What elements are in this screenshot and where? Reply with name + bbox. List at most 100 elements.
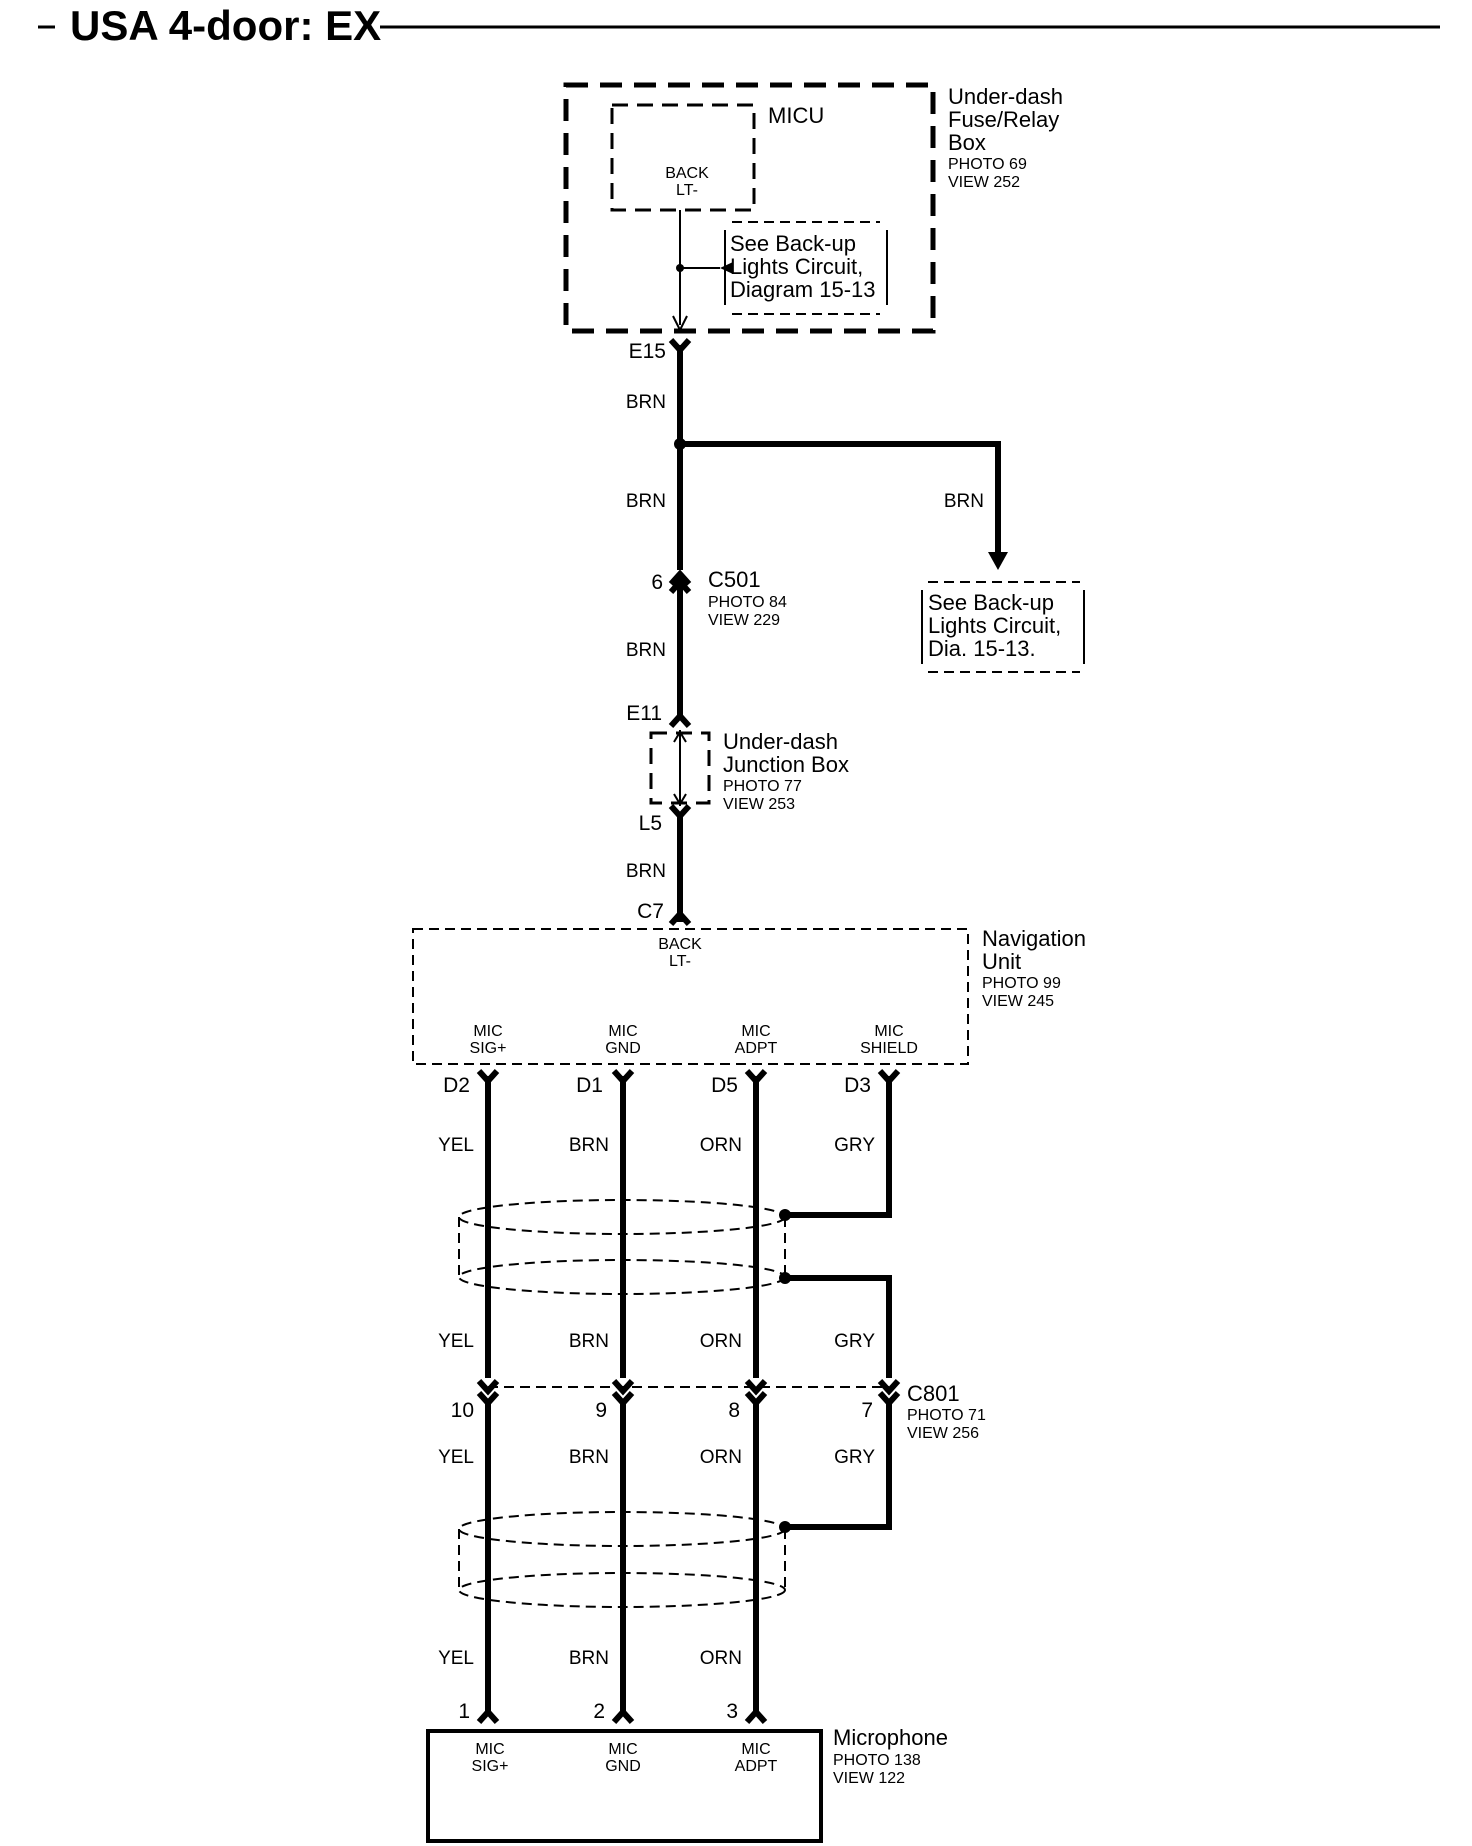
junction-arrow-down-icon xyxy=(673,793,687,806)
c501-view: VIEW 229 xyxy=(708,612,780,629)
terminal-d2: D2 xyxy=(443,1074,470,1097)
wire-color-label: YEL xyxy=(438,1331,474,1352)
mic-pin-number: 2 xyxy=(593,1700,605,1723)
terminal-e15: E15 xyxy=(629,340,666,363)
wire-gry-shield-mid xyxy=(785,1275,892,1378)
microphone-name: Microphone xyxy=(833,1725,948,1750)
wire-color-label: BRN xyxy=(626,640,666,661)
microphone-view: VIEW 122 xyxy=(833,1770,905,1787)
fuse-note-line-1: See Back-up xyxy=(730,231,856,256)
mic-pin-label: SIG+ xyxy=(472,1758,509,1775)
mic-pin-number: 1 xyxy=(458,1700,470,1723)
navigation-unit-box xyxy=(412,928,969,1065)
mic-pin-label: ADPT xyxy=(735,1758,778,1775)
mic-pin-number: 3 xyxy=(726,1700,738,1723)
fuse-box-view: VIEW 252 xyxy=(948,174,1020,191)
nav-backlt-label-1: BACK xyxy=(658,936,702,953)
nav-pin-label: SHIELD xyxy=(860,1040,918,1057)
wire-gry-shield-upper xyxy=(785,1076,892,1218)
nav-pin-label: MIC xyxy=(608,1023,637,1040)
c7-connector-icon xyxy=(668,909,692,927)
shield-upper-drain-dot xyxy=(779,1272,791,1284)
terminal-e11: E11 xyxy=(626,702,662,725)
branch-note-line-2: Lights Circuit, xyxy=(928,613,1061,638)
terminal-c7: C7 xyxy=(637,900,664,923)
wire-color-label: BRN xyxy=(569,1648,609,1669)
shield-lower-drain-dot xyxy=(779,1521,791,1533)
nav-pin-label: MIC xyxy=(874,1023,903,1040)
junction-box-photo: PHOTO 77 xyxy=(723,778,802,795)
wire-color-label: ORN xyxy=(700,1447,742,1468)
nav-unit-name-1: Navigation xyxy=(982,926,1086,951)
terminal-d5: D5 xyxy=(711,1074,738,1097)
mic-pin-connector-icon xyxy=(476,1707,500,1725)
nav-unit-name-2: Unit xyxy=(982,949,1021,974)
c501-pin: 6 xyxy=(651,571,663,594)
microphone-box xyxy=(426,1729,823,1843)
fuse-box-name-2: Fuse/Relay xyxy=(948,107,1059,132)
junction-arrow-up-icon xyxy=(673,730,687,743)
nav-backlt-label-2: LT- xyxy=(669,953,691,970)
fuse-relay-box xyxy=(563,82,936,334)
junction-box-view: VIEW 253 xyxy=(723,796,795,813)
c801-pin-icon xyxy=(476,1378,500,1396)
c801-photo: PHOTO 71 xyxy=(907,1407,986,1424)
wire-gry-shield-lower xyxy=(785,1400,892,1530)
c801-pin-number: 7 xyxy=(861,1399,873,1422)
nav-pin-label: SIG+ xyxy=(470,1040,507,1057)
micu-pin-label-1: BACK xyxy=(665,165,709,182)
micu-tap-arrow-icon xyxy=(720,262,733,274)
shield-lower-bottom-ring xyxy=(458,1572,786,1608)
e11-connector-icon xyxy=(668,711,692,729)
wire-color-label: ORN xyxy=(700,1331,742,1352)
mic-pin-label: GND xyxy=(605,1758,641,1775)
c801-view: VIEW 256 xyxy=(907,1425,979,1442)
branch-note-line-1: See Back-up xyxy=(928,590,1054,615)
mic-pin-label: MIC xyxy=(741,1741,770,1758)
mic-pin-connector-icon xyxy=(611,1707,635,1725)
micu-out-arrow-icon xyxy=(672,315,688,333)
terminal-d3: D3 xyxy=(844,1074,871,1097)
c501-connector-upper-icon xyxy=(668,569,692,587)
nav-unit-photo: PHOTO 99 xyxy=(982,975,1061,992)
wire-color-label: GRY xyxy=(834,1331,875,1352)
nav-pin-label: GND xyxy=(605,1040,641,1057)
terminal-d1: D1 xyxy=(576,1074,603,1097)
c501-name: C501 xyxy=(708,567,761,592)
c801-pin-number: 8 xyxy=(728,1399,740,1422)
wire-color-label: ORN xyxy=(700,1135,742,1156)
wire-color-label: YEL xyxy=(438,1447,474,1468)
wire-brn-branch xyxy=(680,441,1001,555)
fuse-note-line-3: Diagram 15-13 xyxy=(730,277,876,302)
micu-label: MICU xyxy=(768,103,824,128)
microphone-photo: PHOTO 138 xyxy=(833,1752,921,1769)
c801-pin-icon xyxy=(744,1378,768,1396)
fuse-box-photo: PHOTO 69 xyxy=(948,156,1027,173)
c801-pin-number: 9 xyxy=(595,1399,607,1422)
page-title: USA 4-door: EX xyxy=(70,2,381,49)
wire-color-label: ORN xyxy=(700,1648,742,1669)
branch-arrow-icon xyxy=(988,552,1008,570)
wire-color-label: YEL xyxy=(438,1135,474,1156)
wire-color-label: BRN xyxy=(626,861,666,882)
terminal-l5: L5 xyxy=(639,812,662,835)
mic-pin-label: MIC xyxy=(608,1741,637,1758)
micu-pin-label-2: LT- xyxy=(676,182,698,199)
shield-upper-drain-dot xyxy=(779,1209,791,1221)
c801-name: C801 xyxy=(907,1381,960,1406)
junction-box-name-2: Junction Box xyxy=(723,752,849,777)
nav-unit-view: VIEW 245 xyxy=(982,993,1054,1010)
c501-connector-lower-icon xyxy=(668,577,692,595)
wire-color-label: GRY xyxy=(834,1135,875,1156)
fuse-note-line-2: Lights Circuit, xyxy=(730,254,863,279)
wire-color-label: BRN xyxy=(569,1331,609,1352)
fuse-box-name-1: Under-dash xyxy=(948,84,1063,109)
c501-photo: PHOTO 84 xyxy=(708,594,787,611)
wire-color-label: BRN xyxy=(569,1135,609,1156)
nav-pin-label: MIC xyxy=(741,1023,770,1040)
c801-pin-icon xyxy=(877,1378,901,1396)
mic-pin-label: MIC xyxy=(475,1741,504,1758)
wire-color-label: BRN xyxy=(626,392,666,413)
c801-pin-number: 10 xyxy=(451,1399,474,1422)
